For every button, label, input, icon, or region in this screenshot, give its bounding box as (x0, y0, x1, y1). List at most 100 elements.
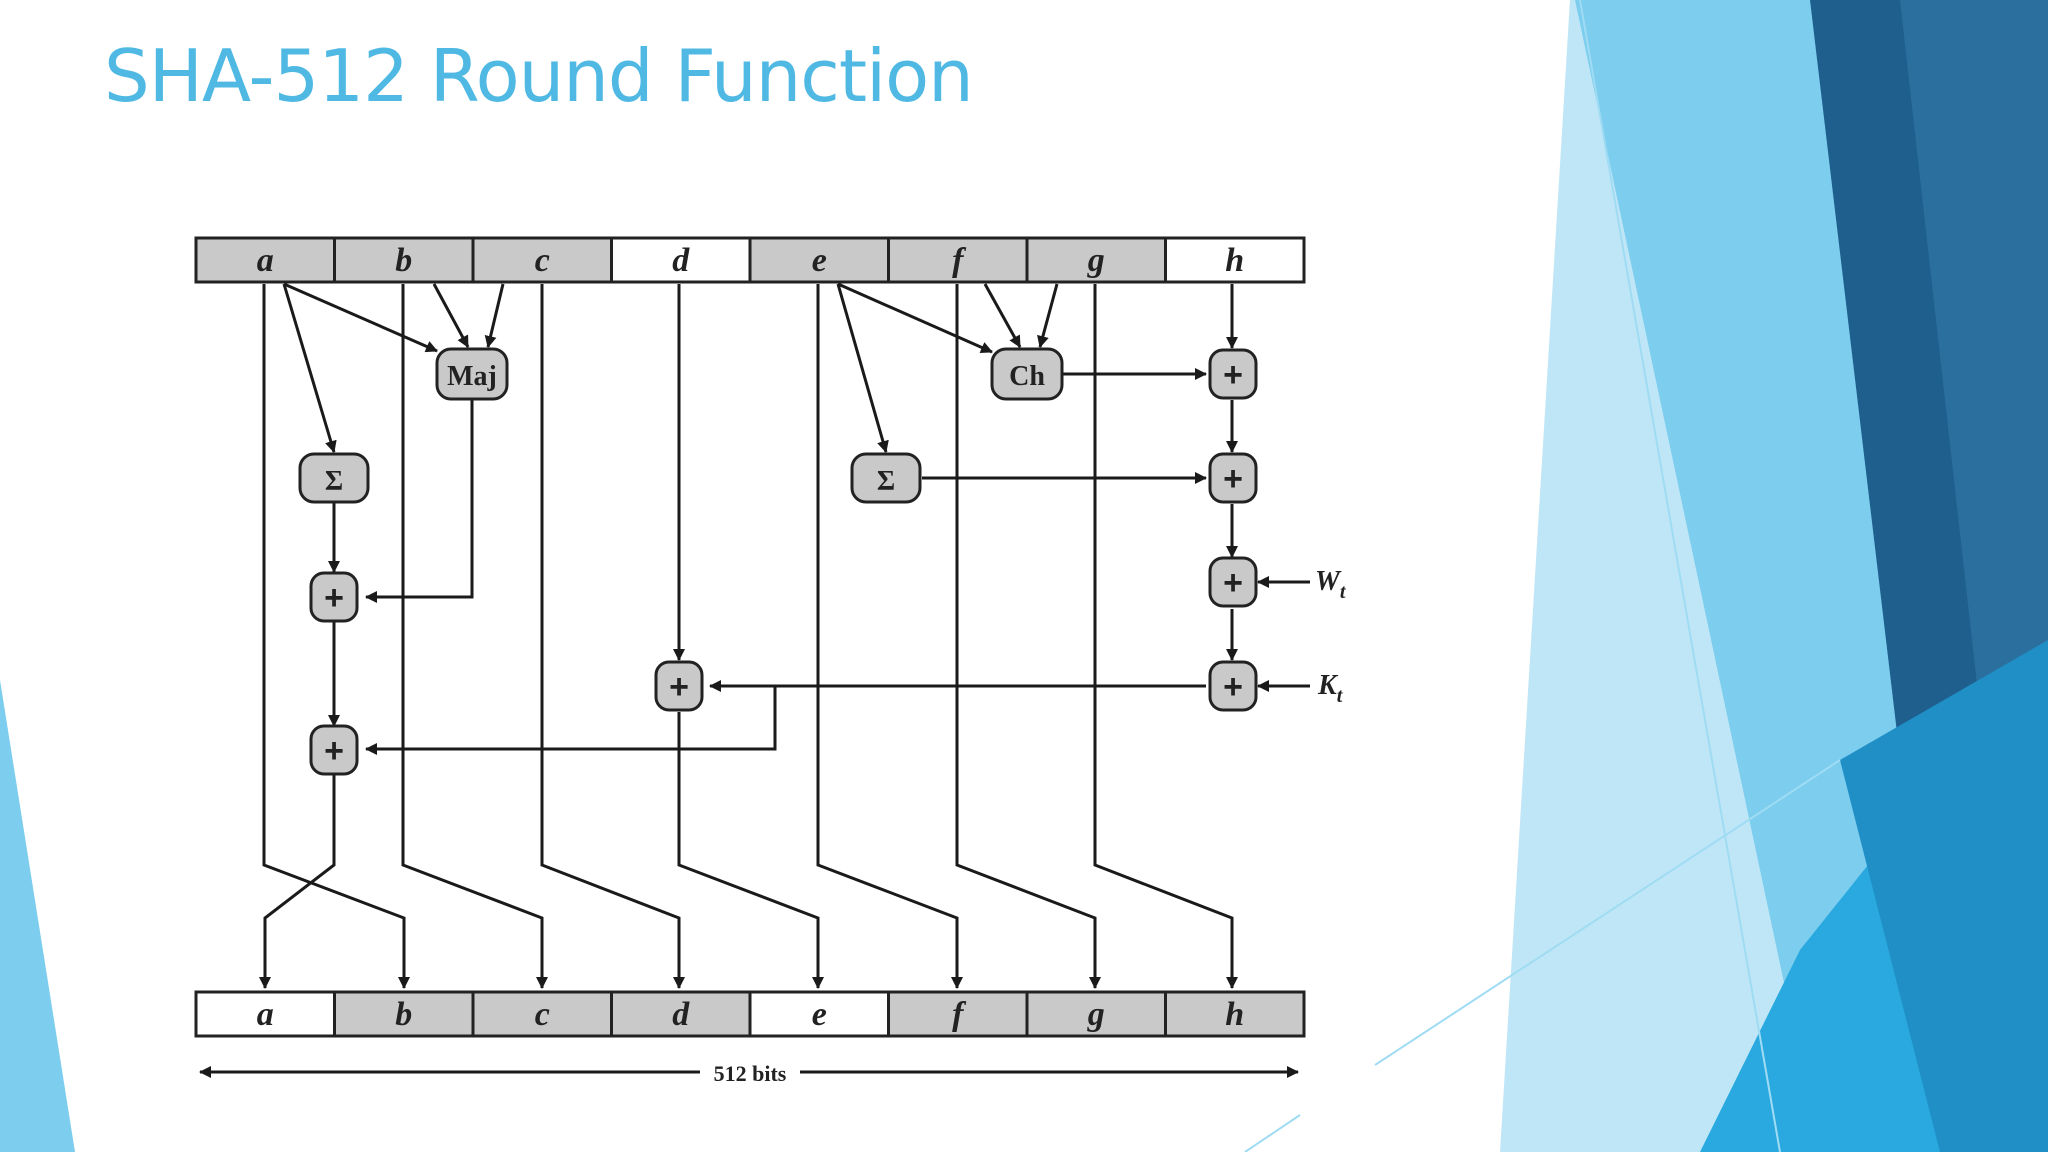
w-label-sub: t (1340, 581, 1347, 603)
ch-box (990, 347, 1064, 401)
decor-blue-triangle (1840, 640, 2048, 1152)
adder-w: + (1208, 556, 1258, 608)
sigma1-node: Σ (850, 452, 922, 504)
top-register-cell-a (194, 236, 336, 284)
bottom-register-cell-b (333, 990, 475, 1038)
wire-f-to-ch (983, 283, 1022, 348)
wire-a-to-new-b (262, 284, 410, 989)
adder-d: + (654, 660, 704, 712)
adder-a: + (309, 724, 359, 776)
bottom-register-cell-h (1164, 990, 1306, 1038)
wires (199, 282, 1310, 1078)
maj-label: Maj (447, 361, 497, 392)
width-label-backdrop (700, 1058, 800, 1086)
top-register-cell-f (887, 236, 1029, 284)
decor-left-triangle (0, 680, 75, 1152)
top-register-cell-d (610, 236, 752, 284)
top-register-label-b: b (395, 242, 412, 279)
bottom-register-cell-a (194, 990, 336, 1038)
wire-g-to-ch (1037, 283, 1059, 348)
wire-sum-to-new-a (259, 775, 336, 989)
wire-e-to-new-f (816, 284, 963, 989)
adder-label: + (324, 732, 344, 770)
adder-h-ch: + (1208, 348, 1258, 400)
adder-label: + (1223, 668, 1243, 706)
w-label-base: W (1315, 566, 1342, 597)
k-input-label: Kt (1317, 670, 1344, 707)
maj-node: Maj (435, 347, 509, 401)
wire-a-to-sigma0 (282, 283, 337, 453)
bottom-register-label-c: c (535, 996, 550, 1033)
ch-label: Ch (1009, 361, 1045, 392)
decor-dark-accent (1810, 0, 1990, 800)
wire-c-to-maj (484, 283, 505, 348)
wire-f-to-new-g (955, 284, 1101, 989)
wire-maj-to-adder (365, 399, 474, 603)
adder-label: + (669, 668, 689, 706)
adder-box (1208, 452, 1258, 504)
bottom-register-cell-d (610, 990, 752, 1038)
ch-node: Ch (990, 347, 1064, 401)
adder-box (1208, 556, 1258, 608)
top-register-label-e: e (812, 242, 827, 279)
wire-d-sum-to-new-e (677, 712, 824, 989)
bottom-register-label-e: e (812, 996, 827, 1033)
sigma0-label: Σ (325, 466, 343, 497)
k-label-sub: t (1337, 685, 1344, 707)
width-label: 512 bits (714, 1061, 787, 1086)
top-register-row: a b c d e f g h (194, 236, 1306, 284)
adder-box (309, 724, 359, 776)
sigma1-box (850, 452, 922, 504)
adder-maj: + (309, 571, 359, 623)
adder-label: + (1223, 564, 1243, 602)
sigma1-label: Σ (877, 466, 895, 497)
adder-label: + (1223, 356, 1243, 394)
slide-title: SHA-512 Round Function (104, 34, 974, 118)
adder-sigma1: + (1208, 452, 1258, 504)
bottom-register-label-d: d (672, 996, 690, 1033)
adder-box (1208, 348, 1258, 400)
top-register-label-g: g (1087, 242, 1105, 279)
adder-label: + (1223, 460, 1243, 498)
top-register-label-c: c (535, 242, 550, 279)
wire-e-to-ch (837, 282, 993, 354)
wire-b-to-maj (432, 283, 470, 348)
top-register-label-f: f (952, 242, 967, 279)
k-label-base: K (1317, 670, 1339, 701)
adder-label: + (324, 579, 344, 617)
bottom-register-cell-e (748, 990, 890, 1038)
sigma0-node: Σ (298, 452, 370, 504)
top-register-label-a: a (257, 242, 274, 279)
bottom-register-label-g: g (1087, 996, 1105, 1033)
top-register-cell-c (471, 236, 613, 284)
wire-g-to-new-h (1093, 284, 1238, 989)
top-register-cell-h (1164, 236, 1306, 284)
adder-box (654, 660, 704, 712)
bottom-register-cell-f (887, 990, 1029, 1038)
wire-b-to-new-c (401, 284, 548, 989)
decor-thin-line (1244, 1114, 1301, 1152)
bottom-register-label-b: b (395, 996, 412, 1033)
w-input-label: Wt (1315, 566, 1347, 603)
wire-a-to-maj (283, 282, 438, 353)
sigma0-box (298, 452, 370, 504)
decor-thin-line (1579, 0, 1781, 1152)
adder-box (309, 571, 359, 623)
wire-e-to-sigma1 (836, 283, 889, 453)
wire-t1-to-a-adder (365, 686, 777, 755)
top-register-cell-g (1025, 236, 1167, 284)
maj-box (435, 347, 509, 401)
wire-c-to-new-d (540, 284, 685, 989)
top-register-cell-e (748, 236, 890, 284)
top-register-label-h: h (1225, 242, 1244, 279)
adder-k: + (1208, 660, 1258, 712)
top-register-label-d: d (672, 242, 690, 279)
bottom-register-cell-c (471, 990, 613, 1038)
bottom-register-cell-g (1025, 990, 1167, 1038)
bottom-register-label-h: h (1225, 996, 1244, 1033)
decor-thin-line (1374, 759, 1841, 1066)
adder-box (1208, 660, 1258, 712)
